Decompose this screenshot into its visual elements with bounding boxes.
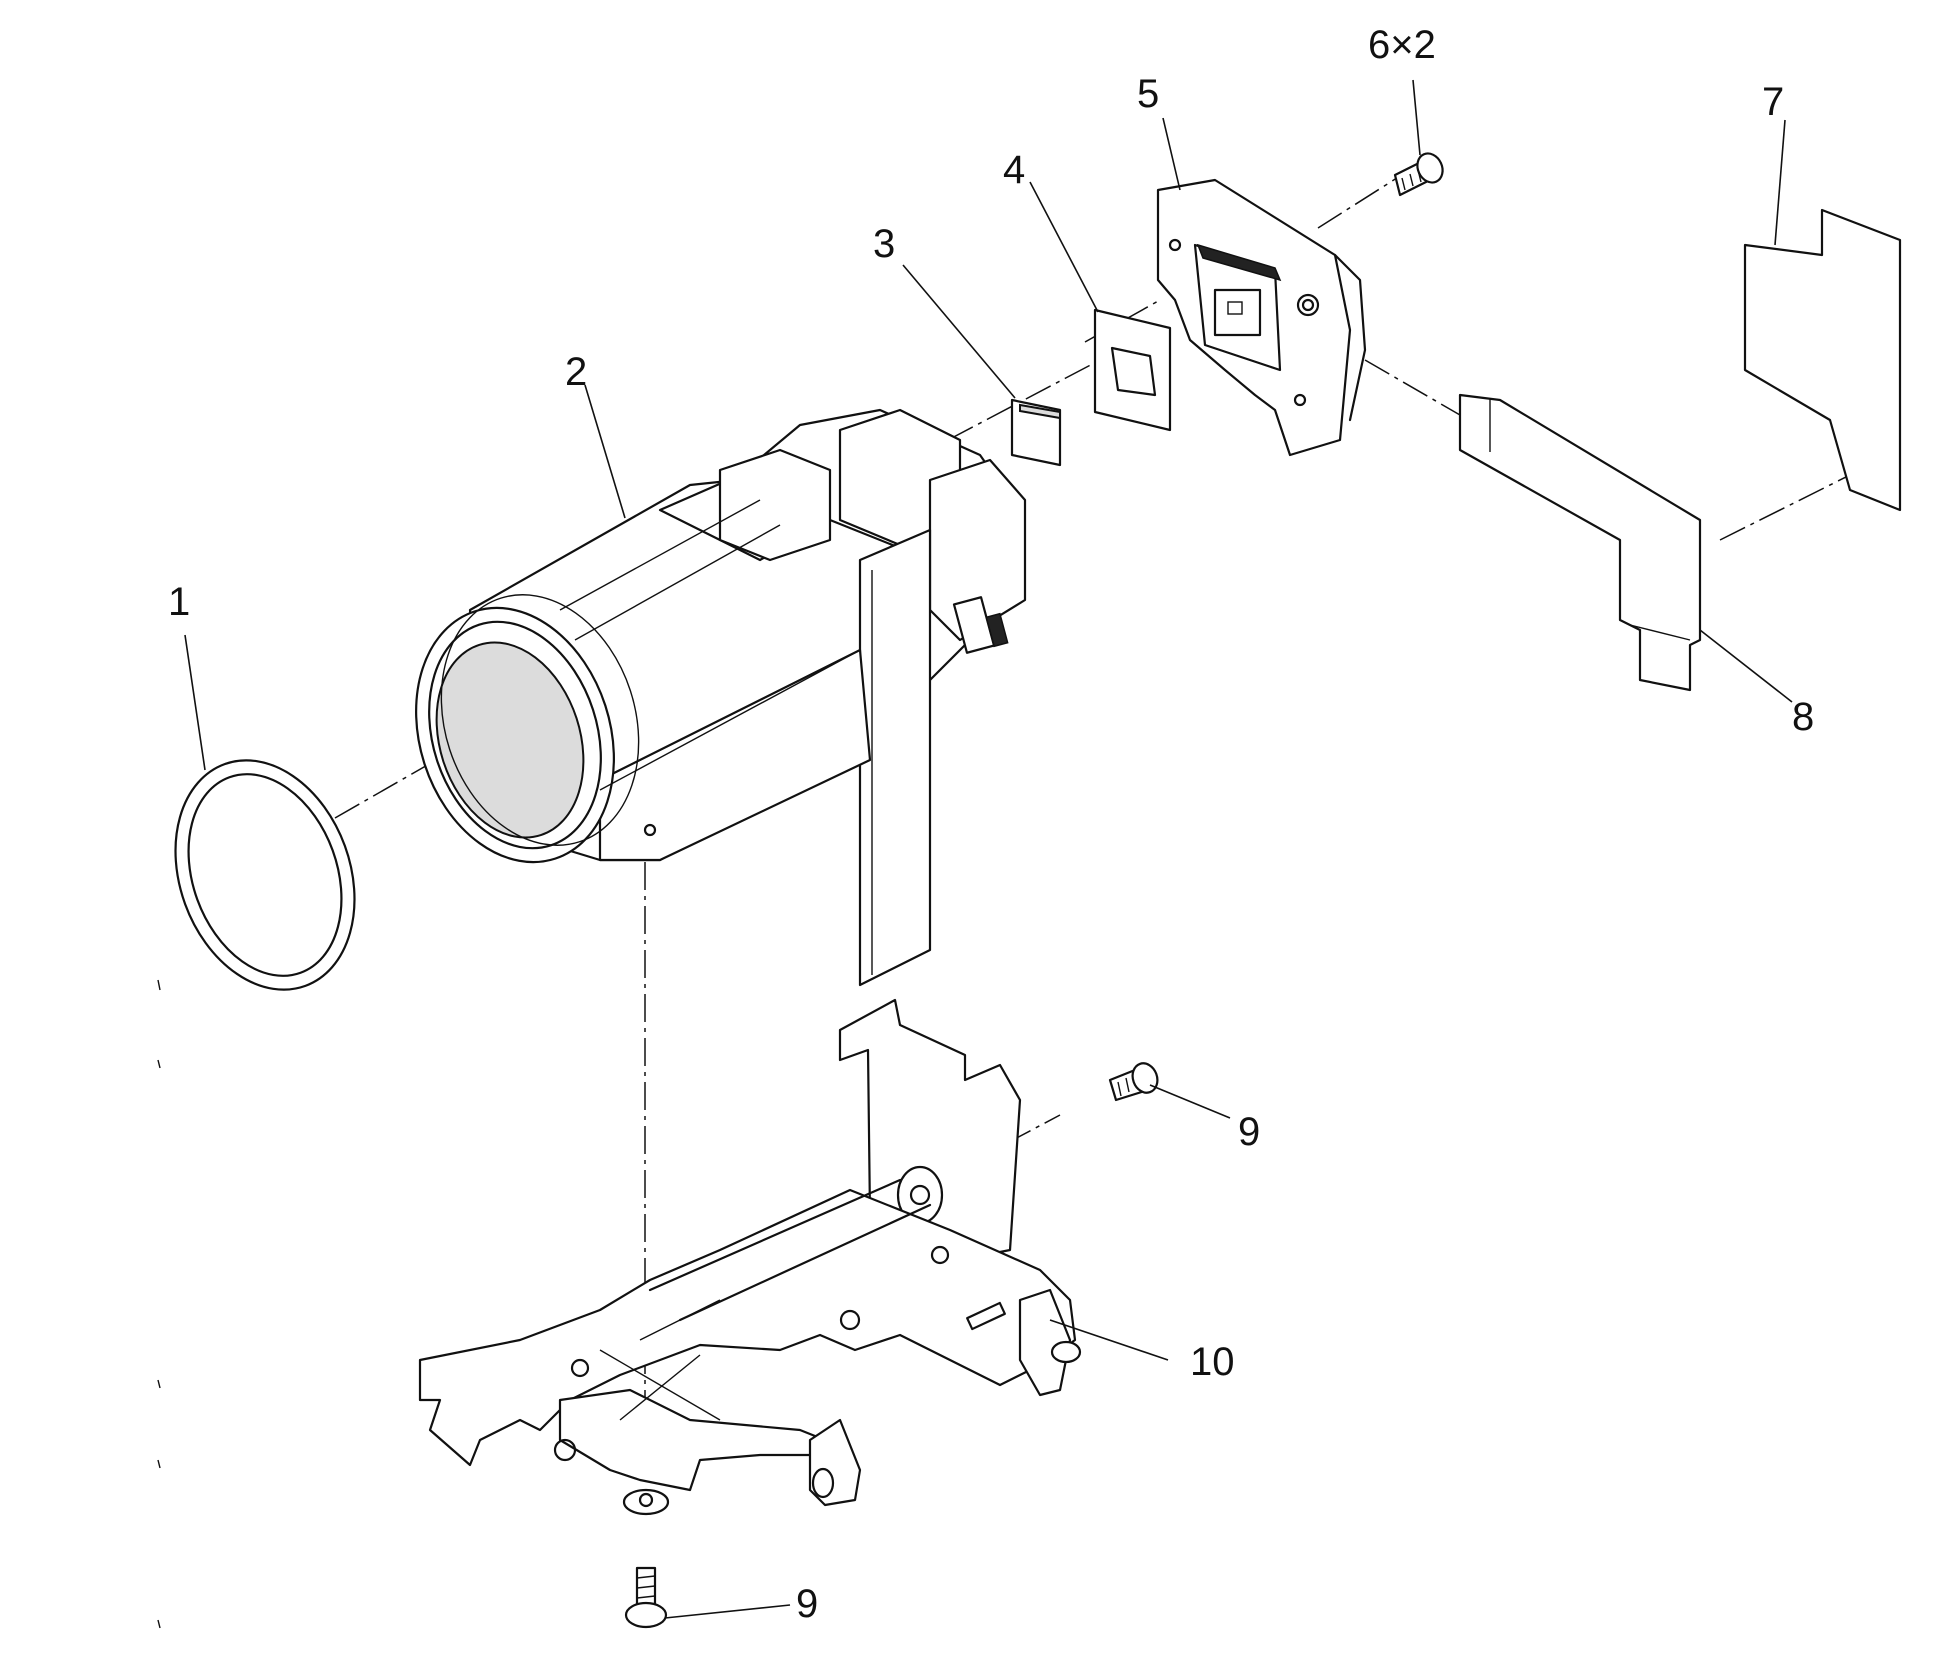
part-9-screw-lower [624,1566,668,1629]
callout-9-upper: 9 [1238,1110,1260,1154]
callout-5: 5 [1137,72,1159,116]
part-2-lens-block [415,408,1027,987]
part-8-flex-cable [1458,393,1702,692]
part-3-filter [1010,398,1062,467]
callout-labels: 1 2 3 4 5 6×2 7 8 9 10 9 [168,23,1814,1626]
margin-marks [157,979,161,1629]
part-7-sheet [1743,208,1902,512]
callout-10: 10 [1190,1340,1235,1384]
callout-6: 6×2 [1368,23,1436,67]
callout-2: 2 [565,350,587,394]
part-5-ccd-board [1156,178,1367,457]
callout-leader-lines [184,79,1793,1619]
callout-3: 3 [873,222,895,266]
part-4-gasket [1093,308,1172,432]
callout-8: 8 [1792,695,1814,739]
part-9-screw-upper [1108,1062,1159,1102]
part-6-screw [1393,152,1444,197]
part-1-lens-ring [174,759,356,991]
part-10-bracket [418,998,1082,1516]
callout-9-lower: 9 [796,1582,818,1626]
callout-7: 7 [1762,80,1784,124]
callout-1: 1 [168,580,190,624]
callout-4: 4 [1003,148,1025,192]
